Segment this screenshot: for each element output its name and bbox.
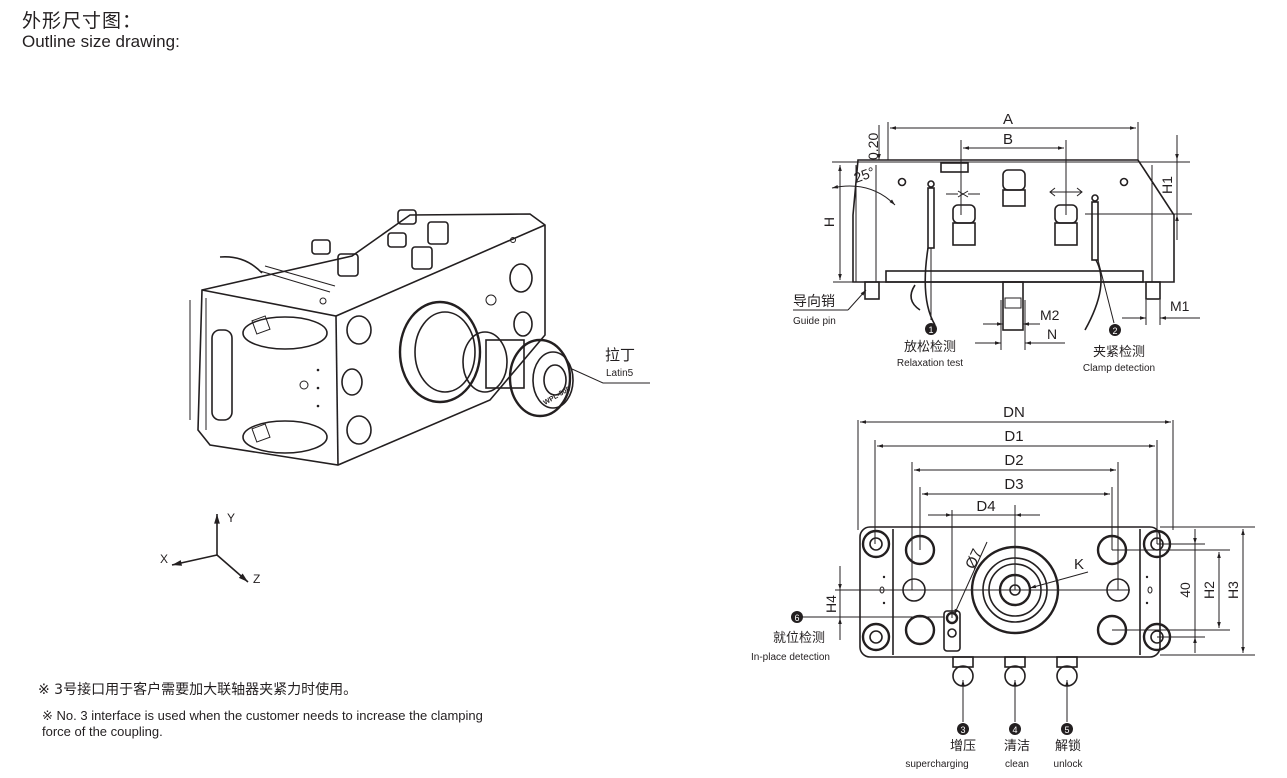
dim-A-label: A [1003, 111, 1013, 128]
front-stud [1002, 281, 1024, 331]
svg-text:5: 5 [1064, 725, 1069, 735]
clamp-arrow-symbol [946, 190, 980, 198]
front-edge [335, 315, 339, 466]
x-axis-label: X [160, 552, 168, 566]
top-bore [242, 316, 328, 350]
drawing-title-cn: 外形尺寸图： [22, 10, 143, 32]
dim-DN-label: DN [1003, 404, 1025, 421]
svg-text:2: 2 [1112, 326, 1117, 336]
clamp-sensor-cable [1084, 259, 1102, 331]
dim-H3-label: H3 [1225, 581, 1241, 599]
isometric-coupling-view: WPL-308 拉丁 Latin5 [189, 209, 650, 466]
angle-arc [831, 185, 896, 206]
port-5: 5 解锁 unlock [1054, 680, 1084, 770]
dim-K-label: K [1074, 556, 1084, 573]
dim-H2-label: H2 [1201, 581, 1217, 599]
top-view: DN D1 D2 D3 D4 Ø7 K H4 [751, 404, 1255, 770]
latin5-leader [571, 368, 650, 384]
note-cn: ※ 3号接口用于客户需要加大联轴器夹紧力时使用。 [38, 682, 358, 698]
port-5-label-en: unlock [1054, 759, 1084, 770]
guide-pin-label-cn: 导向销 [793, 294, 835, 310]
center-bore [398, 300, 482, 404]
clamp-label-en: Clamp detection [1083, 363, 1155, 374]
z-axis-arrow [216, 554, 249, 583]
dim-chamfer-label: 0.20 [865, 133, 881, 160]
port-3-label-cn: 增压 [950, 739, 976, 754]
guide-pin-label-en: Guide pin [793, 316, 836, 327]
clamp-num-badge [1109, 324, 1121, 336]
port-3: 3 增压 supercharging [905, 680, 976, 770]
svg-text:1: 1 [928, 325, 933, 335]
port-5-label-cn: 解锁 [1055, 738, 1081, 754]
inplace-label-en: In-place detection [751, 652, 830, 663]
inplace-sensor-front [940, 162, 969, 173]
svg-text:6: 6 [794, 613, 799, 623]
top-edge [201, 224, 546, 317]
port-3-label-en: supercharging [905, 759, 968, 770]
dim-H1-label: H1 [1159, 176, 1175, 194]
dim-H4-label: H4 [823, 595, 839, 613]
body-outline [197, 213, 546, 466]
relax-label-en: Relaxation test [897, 358, 963, 369]
z-axis-label: Z [253, 572, 260, 586]
relax-label-cn: 放松检测 [904, 340, 956, 355]
latin5-label-cn: 拉丁 [605, 346, 635, 364]
note-en: ※ No. 3 interface is used when the custo… [42, 708, 483, 739]
bottom-bore [242, 420, 328, 454]
dim-D2-label: D2 [1004, 452, 1023, 469]
dim-H-label: H [821, 217, 837, 227]
front-fittings [952, 169, 1078, 246]
dim-40-label: 40 [1177, 582, 1193, 598]
axis-triad: Y X Z [160, 511, 260, 586]
pull-stud-latin5: WPL-308 [462, 331, 574, 418]
x-axis-arrow [171, 554, 218, 566]
drawing-title-en: Outline size drawing: [22, 32, 180, 51]
clamp-label-cn: 夹紧检测 [1093, 345, 1145, 360]
dim-N-label: N [1047, 326, 1057, 342]
port-4-label-en: clean [1005, 759, 1029, 770]
dim-phi7-label: Ø7 [962, 546, 986, 571]
corner-bolts [861, 529, 1172, 652]
angle-label: 25° [852, 164, 877, 186]
relax-sensor-cable [924, 247, 936, 326]
relax-num-badge [925, 323, 937, 335]
dim-B-label: B [1003, 131, 1013, 148]
port-4-label-cn: 清洁 [1004, 739, 1030, 754]
guide-pin-left [864, 281, 880, 300]
dim-D4-label: D4 [976, 498, 995, 515]
port-4: 4 清洁 clean [1004, 680, 1030, 770]
dim-M2-label: M2 [1040, 307, 1060, 323]
inplace-label-cn: 就位检测 [773, 631, 825, 646]
svg-text:4: 4 [1012, 725, 1017, 735]
inplace-num-badge [791, 611, 803, 623]
front-view: A B 0.20 25° H H1 M2 N [793, 111, 1200, 374]
y-axis-label: Y [227, 511, 235, 525]
dim-D3-label: D3 [1004, 476, 1023, 493]
svg-text:3: 3 [960, 725, 965, 735]
dim-D1-label: D1 [1004, 428, 1023, 445]
side-slot [211, 329, 233, 421]
dim-M1-label: M1 [1170, 298, 1190, 314]
air-fittings [219, 209, 449, 293]
latin5-label-en: Latin5 [606, 368, 634, 379]
guide-pin-right [1145, 281, 1161, 300]
